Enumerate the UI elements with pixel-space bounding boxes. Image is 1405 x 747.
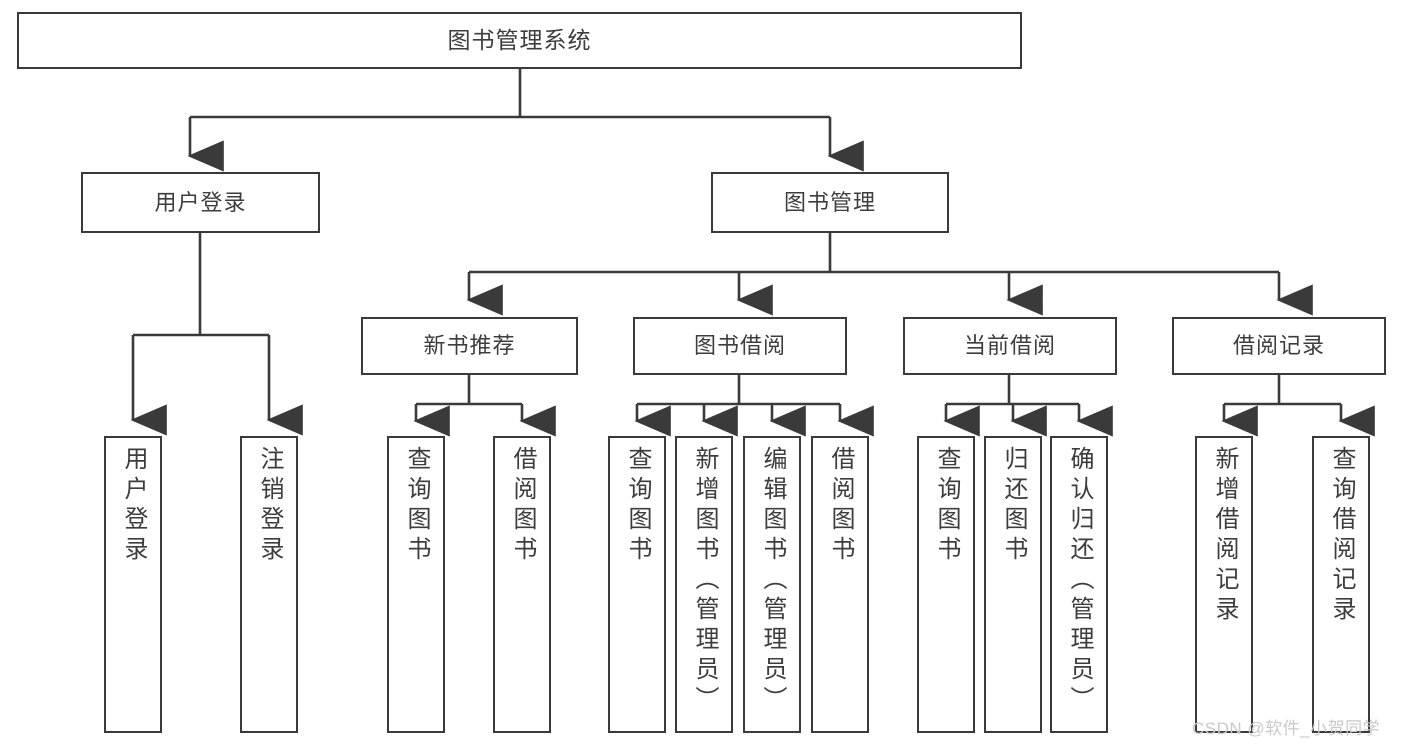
leaf-borrow-query-book[interactable]: 查询图书	[608, 436, 666, 733]
node-book-management[interactable]: 图书管理	[711, 172, 949, 233]
leaf-record-query[interactable]: 查询借阅记录	[1312, 436, 1370, 733]
node-new-book-recommend[interactable]: 新书推荐	[361, 317, 578, 375]
leaf-user-login[interactable]: 用户登录	[104, 436, 162, 733]
node-label: 查询借阅记录	[1328, 446, 1355, 626]
csdn-watermark: CSDN @软件_小贺同学	[1192, 719, 1381, 738]
node-label: 查询图书	[933, 446, 960, 566]
node-current-borrow[interactable]: 当前借阅	[903, 317, 1117, 375]
node-borrow-record[interactable]: 借阅记录	[1172, 317, 1386, 375]
leaf-current-return-book[interactable]: 归还图书	[984, 436, 1042, 733]
leaf-current-query-book[interactable]: 查询图书	[917, 436, 975, 733]
node-label: 新增图书（管理员）	[691, 446, 718, 716]
node-label: 归还图书	[1000, 446, 1027, 566]
node-label: 新增借阅记录	[1211, 446, 1238, 626]
leaf-recommend-borrow-book[interactable]: 借阅图书	[493, 436, 551, 733]
leaf-borrow-borrow-book[interactable]: 借阅图书	[811, 436, 869, 733]
node-label: 用户登录	[154, 189, 247, 215]
node-label: 图书管理	[783, 189, 876, 215]
node-label: 图书借阅	[693, 333, 786, 359]
leaf-recommend-query-book[interactable]: 查询图书	[387, 436, 445, 733]
node-label: 编辑图书（管理员）	[759, 446, 786, 716]
node-label: 用户登录	[120, 446, 147, 566]
node-user-login[interactable]: 用户登录	[81, 172, 320, 233]
node-label: 借阅图书	[827, 446, 854, 566]
node-root-book-management-system[interactable]: 图书管理系统	[17, 12, 1022, 69]
node-label: 借阅图书	[509, 446, 536, 566]
leaf-current-confirm-return[interactable]: 确认归还（管理员）	[1050, 436, 1108, 733]
node-label: 注销登录	[256, 446, 283, 566]
leaf-borrow-edit-book[interactable]: 编辑图书（管理员）	[743, 436, 801, 733]
node-label: 当前借阅	[963, 333, 1056, 359]
leaf-borrow-add-book[interactable]: 新增图书（管理员）	[675, 436, 733, 733]
node-book-borrow[interactable]: 图书借阅	[633, 317, 847, 375]
node-label: 查询图书	[403, 446, 430, 566]
node-label: 查询图书	[624, 446, 651, 566]
node-label: 借阅记录	[1232, 333, 1325, 359]
leaf-record-add[interactable]: 新增借阅记录	[1195, 436, 1253, 733]
node-label: 确认归还（管理员）	[1066, 446, 1093, 716]
node-label: 新书推荐	[423, 333, 516, 359]
leaf-user-logout[interactable]: 注销登录	[240, 436, 298, 733]
node-label: 图书管理系统	[447, 26, 592, 53]
